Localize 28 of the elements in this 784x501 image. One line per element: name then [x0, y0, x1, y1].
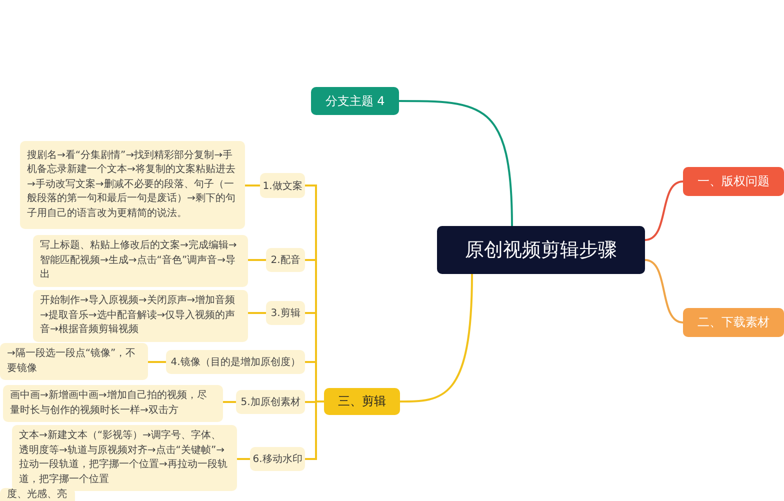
- connector-line: [148, 361, 166, 363]
- subtopic-label: 1.做文案: [260, 173, 305, 198]
- subtopic-label: 5.加原创素材: [236, 390, 305, 414]
- subtopic-label: 2.配音: [266, 248, 305, 272]
- branch-topic: 分支主题 4: [311, 87, 399, 115]
- connector-line: [399, 100, 513, 226]
- branch-topic: 二、下载素材: [683, 308, 784, 337]
- connector-line: [223, 401, 236, 403]
- subtopic-label: 4.镜像（目的是增加原创度）: [166, 350, 305, 374]
- subtopic-label: 6.移动水印: [250, 447, 305, 471]
- connector-line: [248, 259, 266, 261]
- subtopic-label: 3.剪辑: [266, 301, 305, 325]
- connector-line: [248, 312, 266, 314]
- connector-line: [644, 180, 684, 241]
- connector-line: [245, 184, 260, 186]
- note-box: 画中画→新增画中画→增加自己拍的视频，尽量时长与创作的视频时长一样→双击方: [3, 385, 223, 422]
- connector-line: [644, 259, 684, 324]
- branch-topic: 一、版权问题: [683, 167, 784, 196]
- connector-line: [400, 274, 473, 402]
- note-box: →隔一段选一段点“镜像”，不要镜像: [0, 343, 148, 380]
- branch-topic: 三、剪辑: [324, 388, 400, 415]
- note-box: 写上标题、粘贴上修改后的文案→完成编辑→智能匹配视频→生成→点击“音色”调声音→导出: [33, 235, 248, 286]
- central-topic: 原创视频剪辑步骤: [437, 226, 645, 274]
- note-box: 度、光感、亮: [0, 488, 75, 501]
- note-box: 开始制作→导入原视频→关闭原声→增加音频→提取音乐→选中配音解读→仅导入视频的声音→根据音频剪辑视频: [33, 290, 248, 342]
- note-box: 搜剧名→看“分集剧情”→找到精彩部分复制→手机备忘录新建一个文本→将复制的文案粘贴进去→手动改写文案→删减不必要的段落、句子（一般段落的第一句和最后一句是废话）→剩下的句子用自己的语言改为更精简的说法。: [20, 141, 245, 229]
- connector-line: [305, 400, 324, 460]
- connector-line: [237, 458, 250, 460]
